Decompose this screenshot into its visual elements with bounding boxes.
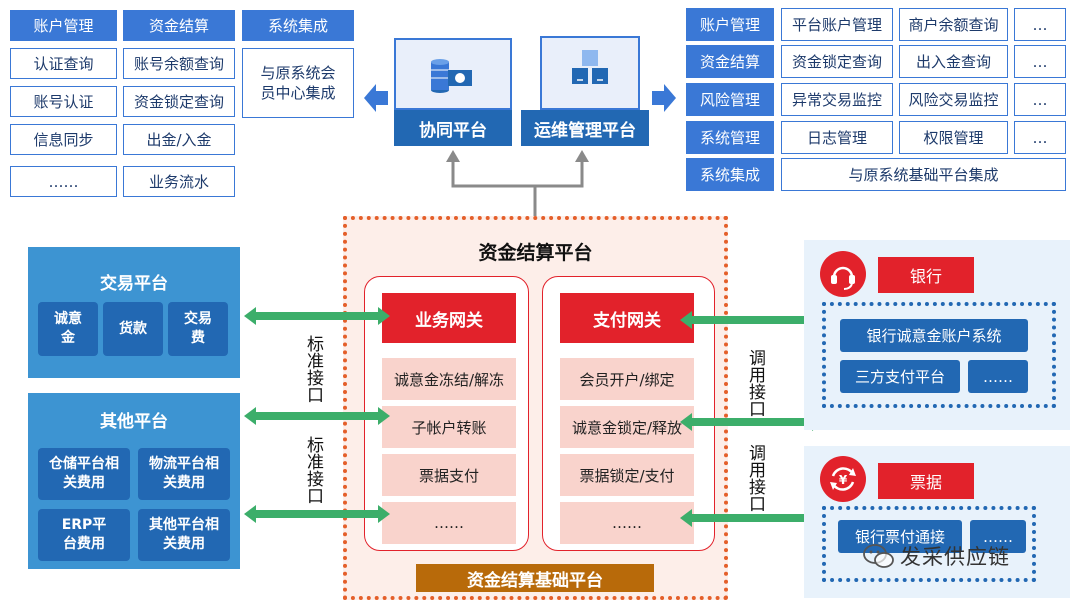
right-arrow-icon — [652, 84, 676, 112]
coins-icon — [431, 59, 472, 93]
interface-label-standard-1: 标准接口 — [303, 335, 323, 403]
bank-item-deposit-system: 银行诚意金账户系统 — [840, 319, 1028, 352]
collab-platform-label: 协同平台 — [394, 110, 512, 146]
rt-cell-2-1: 风险交易监控 — [899, 83, 1008, 116]
rt-cell-0-2: … — [1014, 8, 1066, 41]
other-platform-title: 其他平台 — [100, 411, 168, 432]
trade-platform-panel: 交易平台 诚意金 货款 交易费 — [28, 247, 240, 378]
biz-item-0: 诚意金冻结/解冻 — [382, 358, 516, 400]
rt-cell-4-0: 与原系统基础平台集成 — [781, 158, 1066, 191]
settlement-base: 资金结算基础平台 — [416, 564, 654, 592]
bill-item-ellipsis: …… — [970, 520, 1026, 553]
rt-cell-0-0: 平台账户管理 — [781, 8, 893, 41]
trade-tile-payment: 货款 — [103, 302, 163, 356]
bill-item-bank-bill: 银行票付通接 — [838, 520, 962, 553]
other-tile-logistics: 物流平台相关费用 — [138, 448, 230, 500]
pay-item-0: 会员开户/绑定 — [560, 358, 694, 400]
cell-member-integration: 与原系统会员中心集成 — [242, 48, 354, 118]
trade-tile-fee: 交易费 — [168, 302, 228, 356]
biz-item-3: …… — [382, 502, 516, 544]
pay-gateway-title: 支付网关 — [560, 293, 694, 343]
bank-item-ellipsis: …… — [968, 360, 1028, 393]
watermark-text: 发采供应链 — [900, 545, 1010, 569]
biz-item-1: 子帐户转账 — [382, 406, 516, 448]
cell-balance-query: 账号余额查询 — [123, 48, 235, 79]
trade-tile-deposit: 诚意金 — [38, 302, 98, 356]
cell-info-sync: 信息同步 — [10, 124, 117, 155]
header-fund-settlement: 资金结算 — [123, 10, 235, 41]
other-tile-warehouse: 仓储平台相关费用 — [38, 448, 130, 500]
interface-label-call-1: 调用接口 — [745, 349, 765, 417]
rt-cell-1-2: … — [1014, 45, 1066, 78]
cell-auth-query: 认证查询 — [10, 48, 117, 79]
settlement-title: 资金结算平台 — [478, 241, 593, 264]
cell-business-flow: 业务流水 — [123, 166, 235, 197]
watermark: 发采供应链 — [862, 538, 1062, 574]
rt-head-0: 账户管理 — [686, 8, 774, 41]
interface-label-call-2: 调用接口 — [745, 444, 765, 512]
boxes-icon — [572, 50, 608, 84]
rt-head-2: 风险管理 — [686, 83, 774, 116]
rt-cell-1-1: 出入金查询 — [899, 45, 1008, 78]
interface-label-standard-2: 标准接口 — [303, 436, 323, 504]
left-arrow-icon — [364, 84, 388, 112]
header-system-integration: 系统集成 — [242, 10, 354, 41]
biz-item-2: 票据支付 — [382, 454, 516, 496]
rt-cell-3-0: 日志管理 — [781, 121, 893, 154]
ops-platform-screen — [540, 36, 640, 110]
bill-label: 票据 — [878, 463, 974, 499]
rt-cell-2-2: … — [1014, 83, 1066, 116]
rt-head-3: 系统管理 — [686, 121, 774, 154]
pay-item-3: …… — [560, 502, 694, 544]
other-tile-others: 其他平台相关费用 — [138, 509, 230, 561]
rt-head-1: 资金结算 — [686, 45, 774, 78]
currency-exchange-icon: ¥ — [820, 456, 866, 502]
cell-withdraw-deposit: 出金/入金 — [123, 124, 235, 155]
wechat-logo-icon — [863, 544, 894, 568]
other-tile-erp: ERP平台费用 — [38, 509, 130, 561]
rt-head-4: 系统集成 — [686, 158, 774, 191]
bill-inner-box — [822, 506, 1036, 582]
trade-platform-title: 交易平台 — [100, 273, 168, 294]
cell-lock-query: 资金锁定查询 — [123, 86, 235, 117]
bank-label: 银行 — [878, 257, 974, 293]
cell-ellipsis: …… — [10, 166, 117, 197]
rt-cell-3-2: … — [1014, 121, 1066, 154]
cell-account-auth: 账号认证 — [10, 86, 117, 117]
rt-cell-1-0: 资金锁定查询 — [781, 45, 893, 78]
biz-gateway-title: 业务网关 — [382, 293, 516, 343]
header-account-mgmt: 账户管理 — [10, 10, 117, 41]
rt-cell-3-1: 权限管理 — [899, 121, 1008, 154]
bank-item-third-party: 三方支付平台 — [840, 360, 960, 393]
ops-platform-label: 运维管理平台 — [521, 110, 649, 146]
pay-item-2: 票据锁定/支付 — [560, 454, 694, 496]
pay-item-1: 诚意金锁定/释放 — [560, 406, 694, 448]
connector-tree — [446, 150, 589, 218]
bank-inner-box — [822, 302, 1056, 408]
svg-text:¥: ¥ — [839, 473, 848, 487]
rt-cell-2-0: 异常交易监控 — [781, 83, 893, 116]
other-platform-panel: 其他平台 仓储平台相关费用 物流平台相关费用 ERP平台费用 其他平台相关费用 — [28, 393, 240, 569]
rt-cell-0-1: 商户余额查询 — [899, 8, 1008, 41]
headset-icon — [820, 251, 866, 297]
collab-platform-screen — [394, 38, 512, 110]
